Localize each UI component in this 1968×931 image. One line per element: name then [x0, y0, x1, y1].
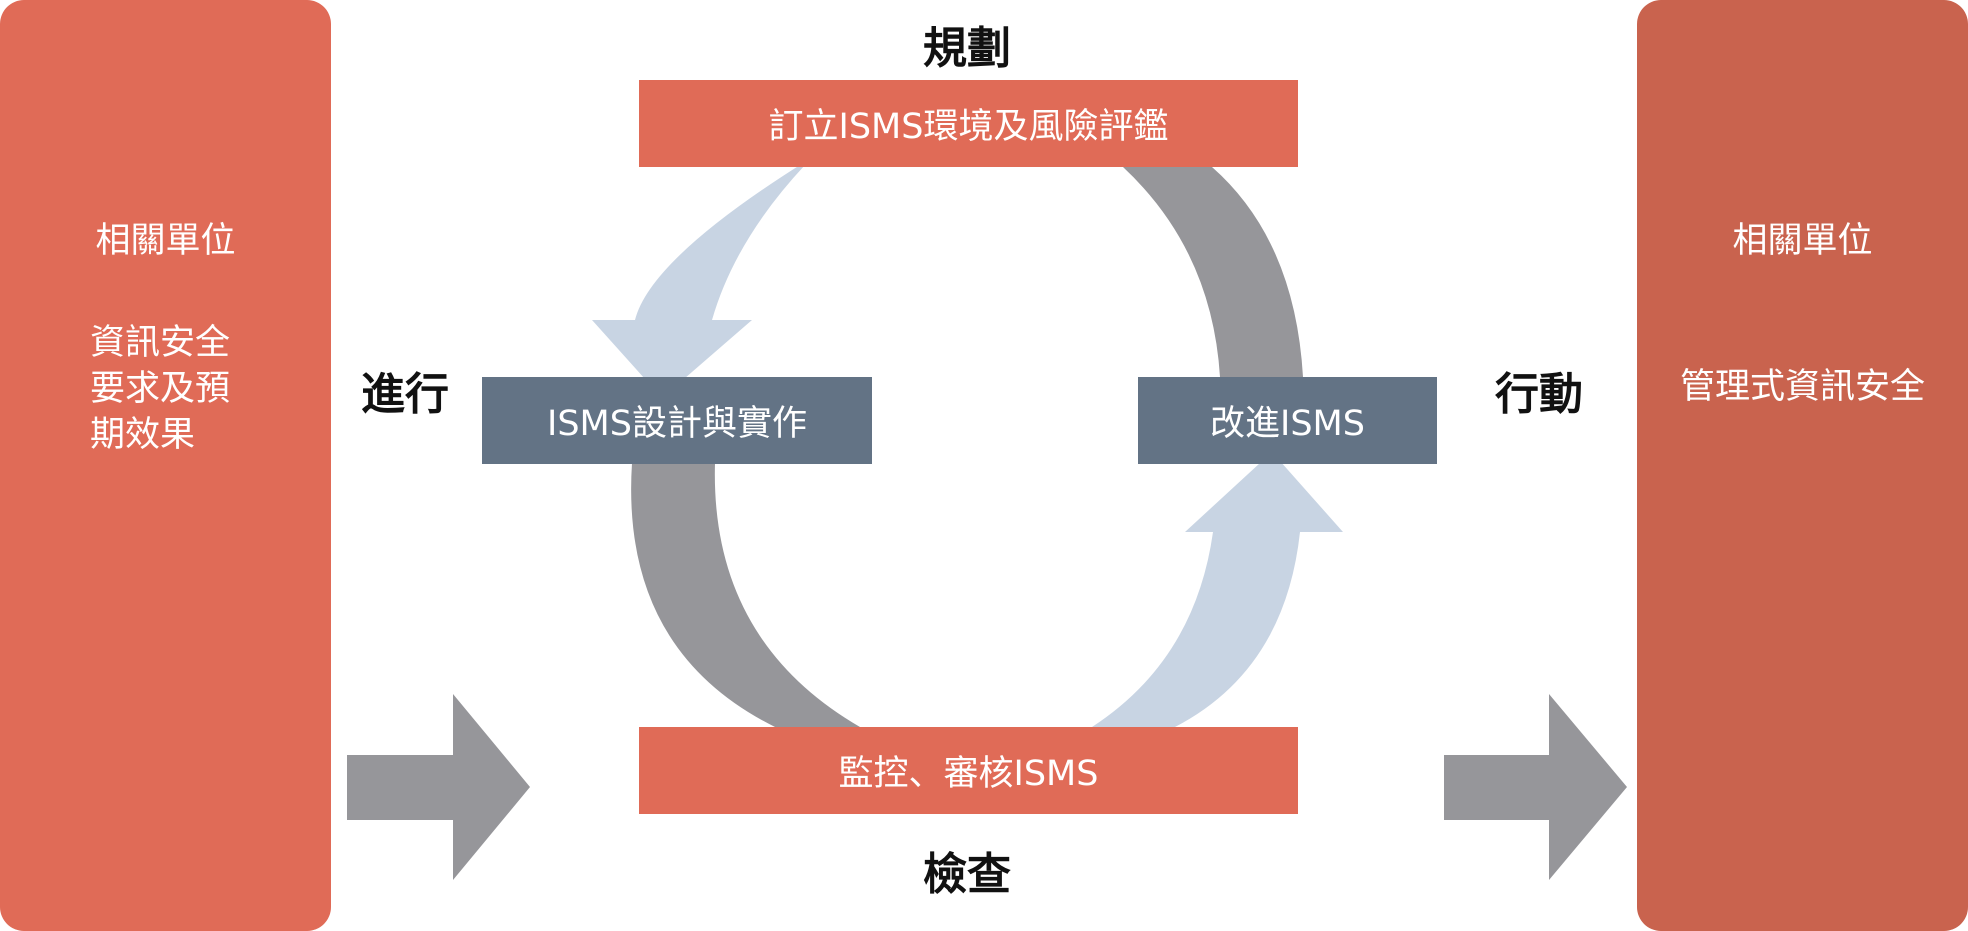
output-arrow: [1444, 694, 1627, 880]
phase-label-do: 進行: [361, 369, 449, 420]
left-panel-related-units: 相關單位 資訊安全 要求及預 期效果: [0, 0, 331, 931]
left-panel-heading: 相關單位: [95, 221, 236, 261]
right-panel-related-units: 相關單位 管理式資訊安全: [1637, 0, 1968, 931]
do-to-check-arrow: [631, 463, 860, 727]
plan-to-do-arrow: [592, 165, 805, 398]
left-panel-line: 資訊安全: [90, 323, 231, 363]
right-panel-body: 管理式資訊安全: [1679, 367, 1925, 407]
phase-label-plan: 規劃: [923, 23, 1011, 74]
phase-label-check: 檢查: [923, 849, 1011, 900]
step-plan-box: 訂立ISMS環境及風險評鑑: [639, 80, 1298, 167]
left-panel-line: 要求及預: [90, 369, 231, 409]
left-panel-body: 資訊安全 要求及預 期效果: [90, 320, 250, 458]
right-panel-heading: 相關單位: [1732, 221, 1873, 261]
left-panel-line: 期效果: [90, 415, 196, 455]
check-to-act-arrow: [1092, 452, 1343, 727]
act-to-plan-arrow: [1123, 167, 1303, 377]
step-do-box: ISMS設計與實作: [482, 377, 872, 464]
phase-label-act: 行動: [1495, 369, 1583, 420]
step-check-box: 監控、審核ISMS: [639, 727, 1298, 814]
input-arrow: [347, 694, 530, 880]
step-act-box: 改進ISMS: [1138, 377, 1437, 464]
